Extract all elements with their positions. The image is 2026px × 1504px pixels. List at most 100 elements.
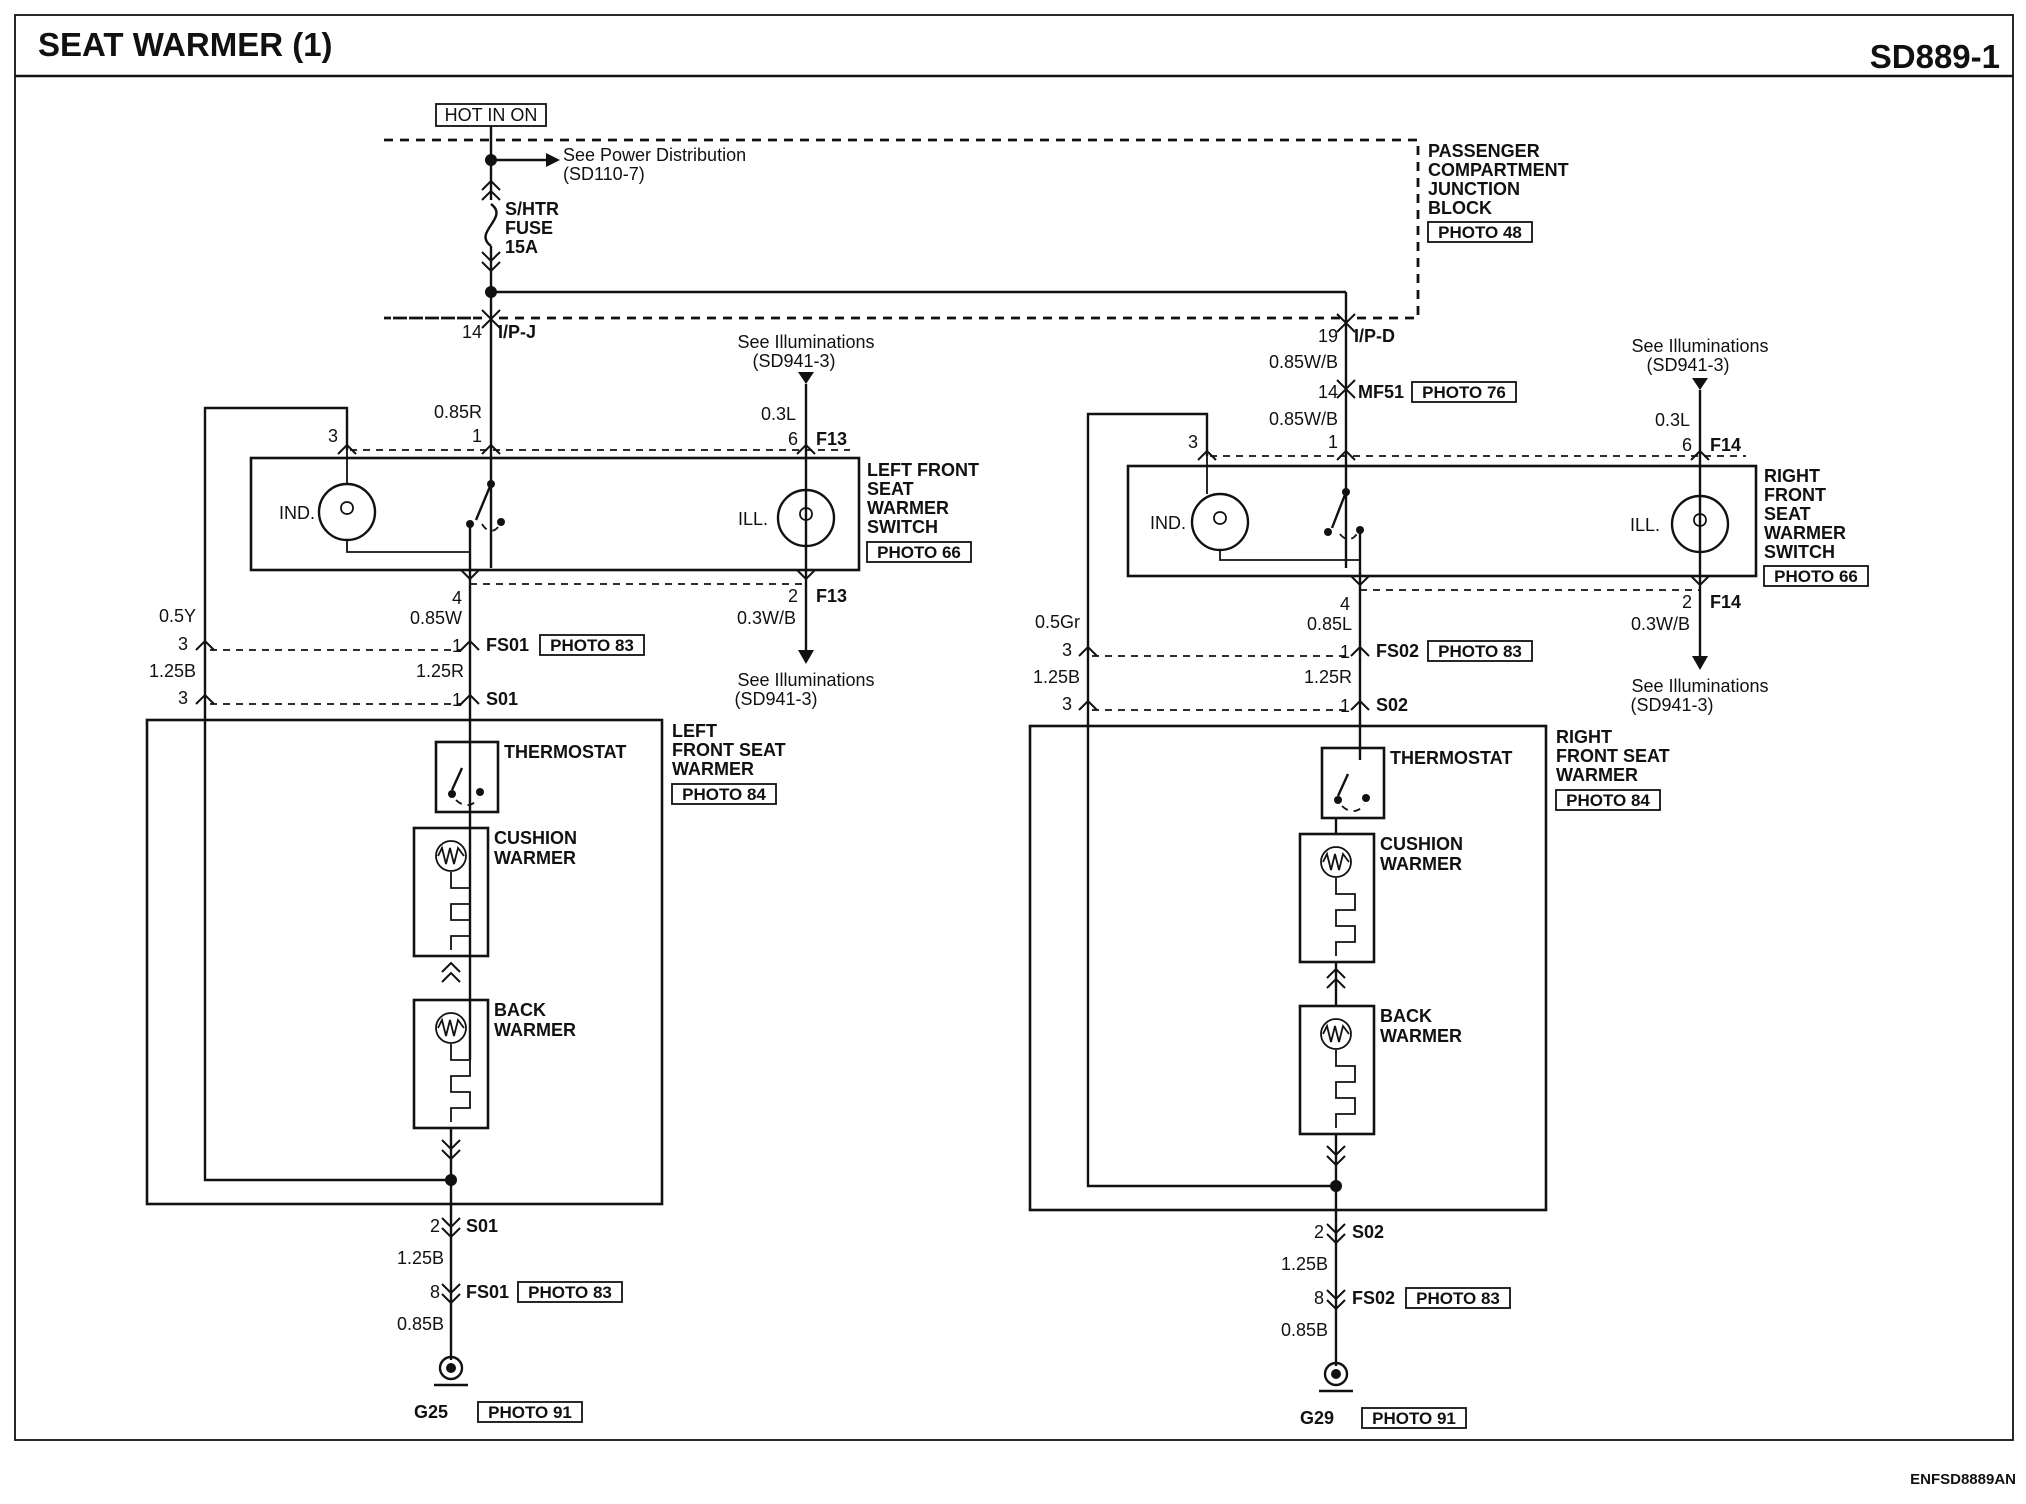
lamp-filament-icon <box>799 507 813 521</box>
right-fs02-connector-name: FS02 <box>1376 641 1419 661</box>
right-wire-085wb-top: 0.85W/B <box>1269 352 1338 372</box>
junction-block-name-4: BLOCK <box>1428 198 1492 218</box>
right-pin-6: 6 <box>1682 435 1692 455</box>
left-s01-pin-3: 3 <box>178 688 188 708</box>
diagram-title: SEAT WARMER (1) <box>38 26 333 63</box>
power-supply: HOT IN ON PASSENGER COMPARTMENT JUNCTION… <box>384 103 1569 320</box>
right-wire-125r: 1.25R <box>1304 667 1352 687</box>
switch-contact <box>1334 796 1342 804</box>
right-s02-pin-3: 3 <box>1062 694 1072 714</box>
fuse-rating: 15A <box>505 237 538 257</box>
left-ground-photo: PHOTO 91 <box>488 1403 572 1422</box>
right-pin-4: 4 <box>1340 594 1350 614</box>
left-see-illum-bottom: See Illuminations <box>737 670 874 690</box>
left-switch-name-1: LEFT FRONT <box>867 460 979 480</box>
right-fs02-pin-3: 3 <box>1062 640 1072 660</box>
left-f13-bottom: F13 <box>816 586 847 606</box>
left-s01-pin-1: 1 <box>452 690 462 710</box>
right-ipd-connector: I/P-D <box>1354 326 1395 346</box>
arrow-down-icon <box>1692 378 1708 390</box>
right-ground-photo: PHOTO 91 <box>1372 1409 1456 1428</box>
left-cushion-label-1: CUSHION <box>494 828 577 848</box>
heater-coil-icon <box>1335 1050 1356 1128</box>
right-f14-bottom: F14 <box>1710 592 1741 612</box>
right-wire-03wb: 0.3W/B <box>1631 614 1690 634</box>
right-fs02-bottom-connector: FS02 <box>1352 1288 1395 1308</box>
left-switch-name-4: SWITCH <box>867 517 938 537</box>
left-seat-name-1: LEFT <box>672 721 717 741</box>
right-fs02-pin-1: 1 <box>1340 642 1350 662</box>
right-switch-name-1: RIGHT <box>1764 466 1820 486</box>
right-indicator-return-wire <box>1086 412 1336 1188</box>
right-indicator-lamp-icon <box>1190 492 1250 552</box>
left-wire-125b: 1.25B <box>149 661 196 681</box>
connector-chevron-icon <box>441 962 461 973</box>
right-seat-photo: PHOTO 84 <box>1566 791 1650 810</box>
right-wire-085b: 0.85B <box>1281 1320 1328 1340</box>
hot-in-on-label: HOT IN ON <box>445 105 538 125</box>
switch-link-icon <box>481 523 501 532</box>
left-switch-photo-box <box>866 541 972 563</box>
left-wire-085b: 0.85B <box>397 1314 444 1334</box>
left-cushion-warmer-box <box>412 826 490 958</box>
heater-element-icon <box>1320 1018 1352 1050</box>
left-fs01-pin-3: 3 <box>178 634 188 654</box>
junction-block-name-2: COMPARTMENT <box>1428 160 1569 180</box>
junction-block-outline <box>384 138 1420 320</box>
right-wire-125b: 1.25B <box>1033 667 1080 687</box>
switch-contact <box>448 790 456 798</box>
resistor-zigzag-icon <box>1322 1023 1350 1043</box>
right-s02-bottom-pin: 2 <box>1314 1222 1324 1242</box>
right-seat-photo-box <box>1555 789 1661 811</box>
right-fs02-bottom-photo-box <box>1405 1287 1511 1309</box>
right-see-illum-top-ref: (SD941-3) <box>1646 355 1729 375</box>
right-f14-top: F14 <box>1710 435 1741 455</box>
left-fs01-pin-1: 1 <box>452 636 462 656</box>
left-back-label-2: WARMER <box>494 1020 576 1040</box>
right-ground-photo-box <box>1361 1407 1467 1429</box>
right-fs02-photo: PHOTO 83 <box>1438 642 1522 661</box>
resistor-zigzag-icon <box>437 845 465 865</box>
left-pin-1: 1 <box>472 426 482 446</box>
ground-center <box>446 1363 456 1373</box>
heater-element-icon <box>435 840 467 872</box>
right-switch-name-2: FRONT <box>1764 485 1826 505</box>
splice-point-ground <box>1330 1180 1342 1192</box>
switch-blade-icon <box>474 483 493 521</box>
left-fs01-photo: PHOTO 83 <box>550 636 634 655</box>
left-s01-bottom-pin: 2 <box>430 1216 440 1236</box>
left-fs01-bottom-photo: PHOTO 83 <box>528 1283 612 1302</box>
resistor-zigzag-icon <box>437 1017 465 1037</box>
left-illum-lamp-icon <box>776 488 836 548</box>
right-seat-name-2: FRONT SEAT <box>1556 746 1670 766</box>
right-seat-name-3: WARMER <box>1556 765 1638 785</box>
left-seat-photo-box <box>671 783 777 805</box>
heater-coil-icon <box>1335 878 1356 956</box>
right-fs02-bottom-pin: 8 <box>1314 1288 1324 1308</box>
lamp-filament-icon <box>1693 513 1707 527</box>
right-indicator-wire <box>1206 456 1360 561</box>
diagram-header: SEAT WARMER (1) SD889-1 ENFSD8889AN <box>14 14 2016 1488</box>
see-power-distribution: See Power Distribution <box>563 145 746 165</box>
lamp-filament-icon <box>1213 511 1227 525</box>
footer-code: ENFSD8889AN <box>1910 1471 2016 1488</box>
ground-icon <box>1323 1361 1349 1387</box>
left-back-label-1: BACK <box>494 1000 546 1020</box>
splice-point-ground <box>445 1174 457 1186</box>
fuse-name-1: S/HTR <box>505 199 559 219</box>
right-s02-connector-name: S02 <box>1376 695 1408 715</box>
left-ground-photo-box <box>477 1401 583 1423</box>
right-switch-box <box>1126 464 1758 578</box>
right-wire-125b-bottom: 1.25B <box>1281 1254 1328 1274</box>
right-s02-pin-1: 1 <box>1340 696 1350 716</box>
right-back-label-2: WARMER <box>1380 1026 1462 1046</box>
junction-block-photo: PHOTO 48 <box>1438 223 1522 242</box>
right-mf51-photo-box <box>1411 381 1517 403</box>
left-thermostat-box <box>434 740 500 814</box>
right-fs02-photo-box <box>1427 640 1533 662</box>
heater-coil-icon <box>450 872 471 950</box>
left-ind-label: IND. <box>279 503 315 523</box>
right-ill-label: ILL. <box>1630 515 1660 535</box>
connector-chevron-icon <box>441 972 461 983</box>
